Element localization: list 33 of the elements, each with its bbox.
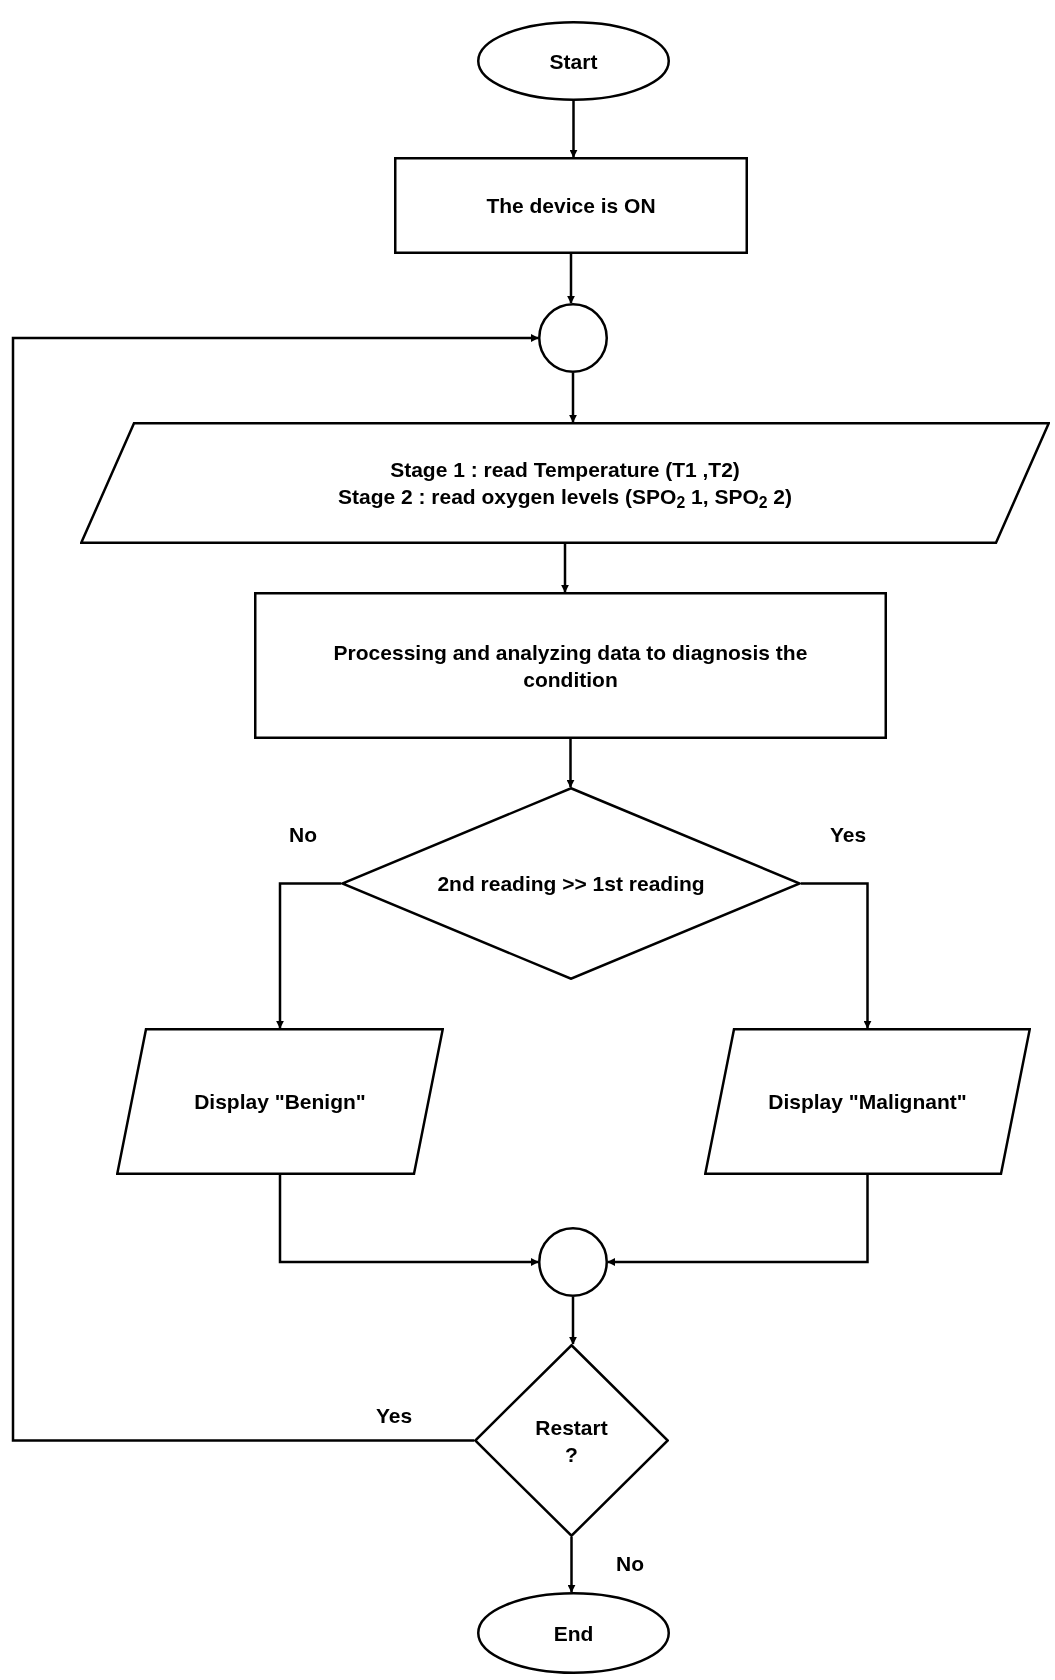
- connector-circle: [538, 1227, 608, 1297]
- process-box: [394, 157, 748, 254]
- terminal-ellipse: [477, 21, 670, 101]
- arrow: [569, 373, 577, 423]
- node-text: Stage 2 : read oxygen levels (SPO$_{2}$ 1, SPO$_{2}$ 2): [336, 484, 794, 510]
- arrow: [561, 544, 569, 593]
- arrow: [567, 1537, 576, 1593]
- node-text: End: [552, 1620, 595, 1647]
- process-box: [254, 592, 887, 739]
- arrow: [569, 1297, 577, 1345]
- arrow: [11, 334, 539, 1442]
- node-text: Start: [548, 48, 599, 75]
- node-text: Stage 1 : read Temperature (T1 ,T2): [389, 457, 741, 483]
- arrow: [567, 254, 575, 304]
- node-text: Display "Benign": [193, 1089, 367, 1115]
- arrow: [607, 1175, 869, 1266]
- decision-diamond: [341, 787, 801, 980]
- node-text: 2nd reading >> 1st reading: [436, 871, 706, 897]
- arrow: [801, 882, 872, 1029]
- connector-circle: [538, 303, 608, 373]
- terminal-ellipse: [477, 1592, 670, 1674]
- arrow: [278, 1175, 539, 1266]
- node-text: Display "Malignant": [767, 1089, 968, 1115]
- input-output-parallelogram: [704, 1028, 1031, 1175]
- arrow: [276, 882, 341, 1029]
- decision-diamond: [474, 1344, 669, 1537]
- input-output-parallelogram: [116, 1028, 444, 1175]
- input-output-parallelogram: [80, 422, 1050, 544]
- node-text: Restart ?: [534, 1414, 609, 1468]
- node-text: The device is ON: [485, 193, 657, 219]
- arrow: [566, 739, 575, 788]
- arrow: [569, 101, 578, 158]
- node-text: Processing and analyzing data to diagnosis the condition: [332, 639, 809, 693]
